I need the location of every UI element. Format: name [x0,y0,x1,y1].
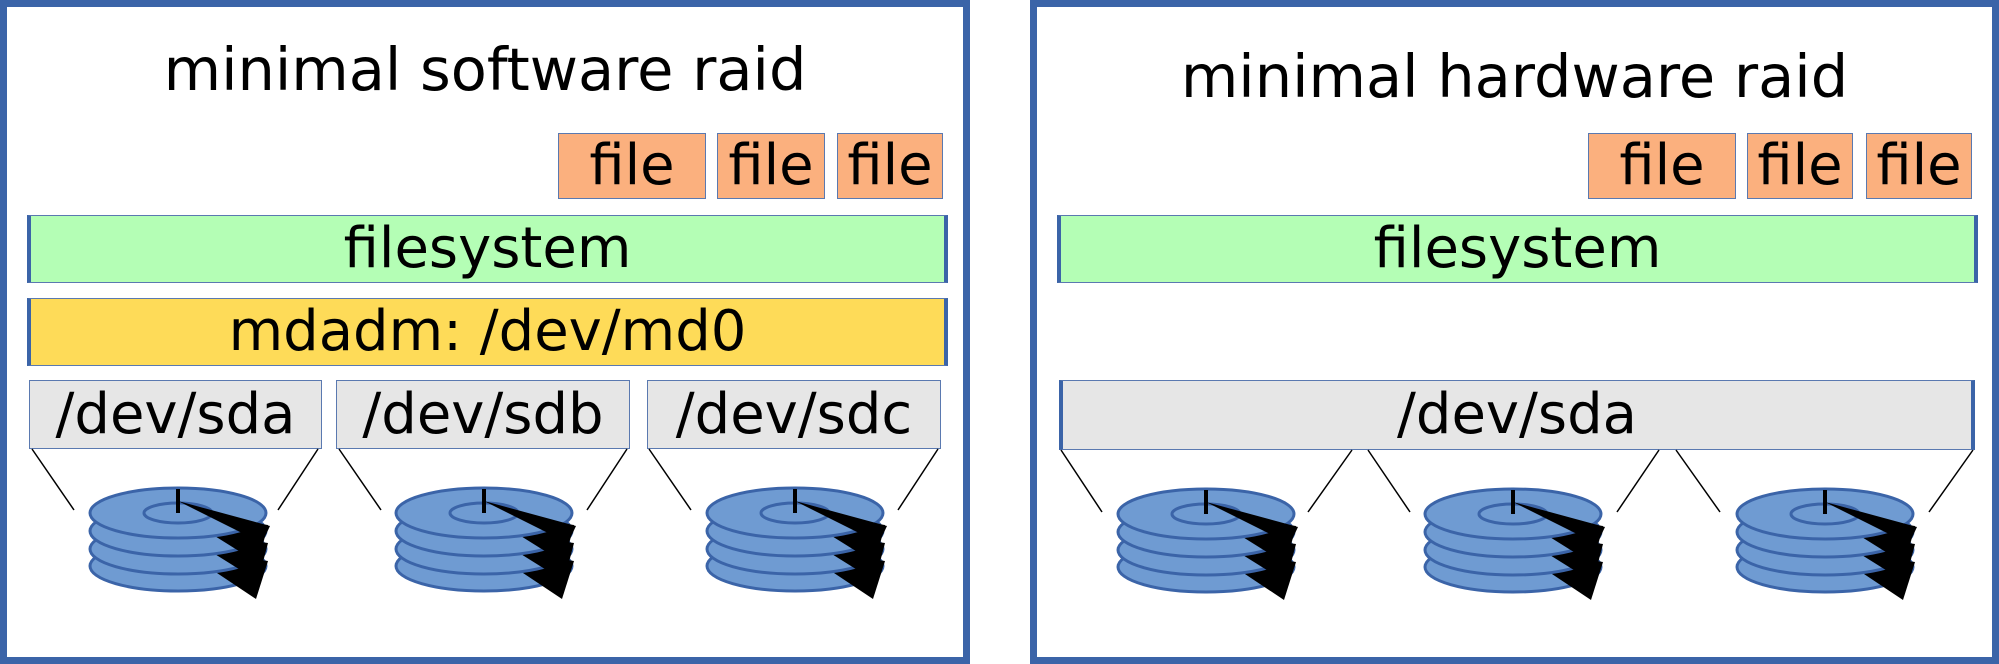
software-device-sda: /dev/sda [29,380,322,449]
hard-disk-icon [88,486,272,601]
hard-disk-icon [394,486,578,601]
mdadm-layer: mdadm: /dev/md0 [27,298,948,366]
software-filesystem-layer: filesystem [27,215,948,283]
software-file-2: file [717,133,825,199]
software-connector-lines [31,448,939,511]
hard-disk-icon [1735,487,1919,602]
software-device-sdc: /dev/sdc [647,380,941,449]
hardware-filesystem-layer: filesystem [1057,215,1978,283]
hardware-file-1: file [1588,133,1736,199]
software-file-1: file [558,133,706,199]
software-device-sdb: /dev/sdb [336,380,630,449]
hardware-device-sda: /dev/sda [1059,380,1975,450]
software-file-3: file [837,133,943,199]
hard-disk-icon [1423,487,1607,602]
hardware-connector-lines [1060,449,1974,513]
software-raid-title: minimal software raid [163,35,807,104]
hardware-file-3: file [1866,133,1972,199]
hard-disk-icon [705,486,889,601]
hardware-raid-title: minimal hardware raid [1180,42,1849,111]
hardware-file-2: file [1747,133,1853,199]
hard-disk-icon [1116,487,1300,602]
